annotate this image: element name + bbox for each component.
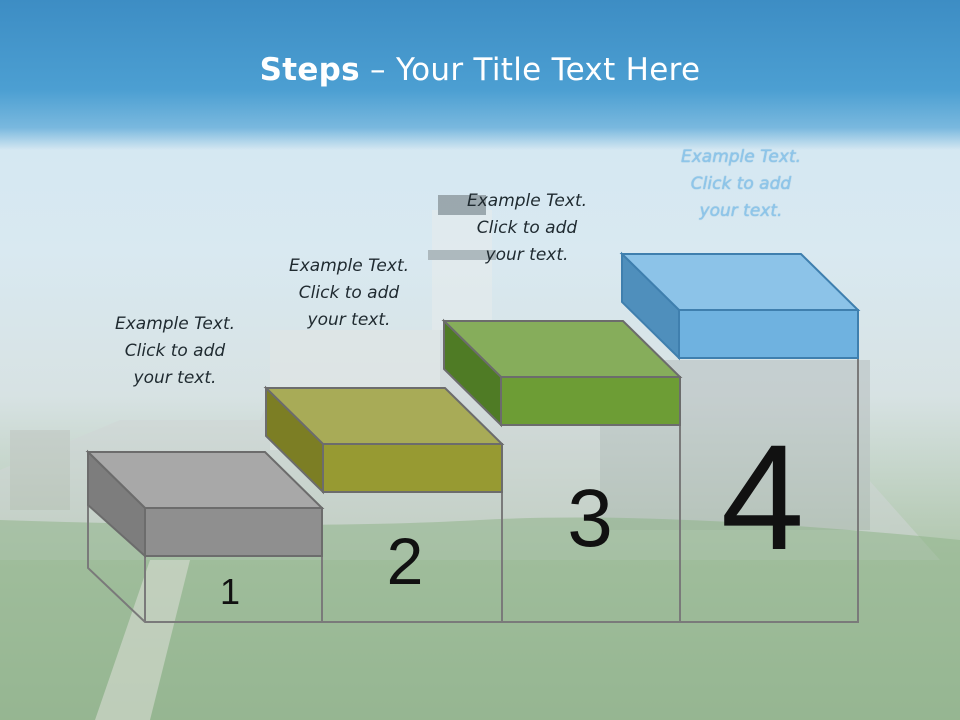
step-number-4: 4 (720, 413, 805, 581)
step-caption-2[interactable]: Example Text. Click to add your text. (288, 256, 410, 330)
step-caption-3[interactable]: Example Text. Click to add your text. (466, 191, 588, 265)
step-block-1 (85, 449, 325, 559)
slide-title[interactable]: Steps – Your Title Text Here (0, 52, 960, 88)
step-block-2 (263, 385, 505, 495)
title-banner (0, 0, 960, 150)
title-bold-text: Steps (259, 52, 360, 88)
step-block-3 (441, 318, 683, 428)
step-caption-4[interactable]: Example Text. Click to add your text. (680, 147, 802, 221)
title-rest-text: – Your Title Text Here (359, 52, 701, 88)
step-number-2: 2 (386, 524, 424, 598)
step-block-4 (619, 251, 861, 361)
step-column-4 (680, 358, 859, 623)
step-number-3: 3 (567, 473, 613, 564)
step-caption-1[interactable]: Example Text. Click to add your text. (114, 314, 236, 388)
step-number-1: 1 (219, 571, 241, 612)
